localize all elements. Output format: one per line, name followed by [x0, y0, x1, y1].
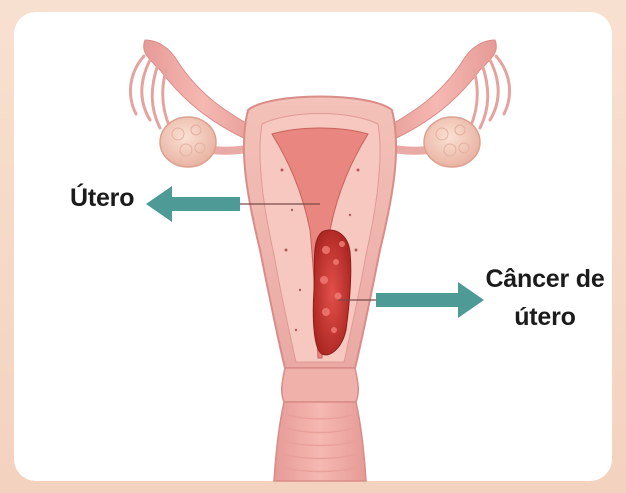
- right-ovary: [424, 117, 480, 167]
- cancer-label-line2: útero: [470, 298, 620, 336]
- uterus-label: Útero: [70, 184, 134, 213]
- left-ovary: [160, 117, 216, 167]
- cervix: [282, 368, 358, 402]
- cancer-label: Câncer de útero: [470, 260, 620, 336]
- cancer-label-line1: Câncer de: [470, 260, 620, 298]
